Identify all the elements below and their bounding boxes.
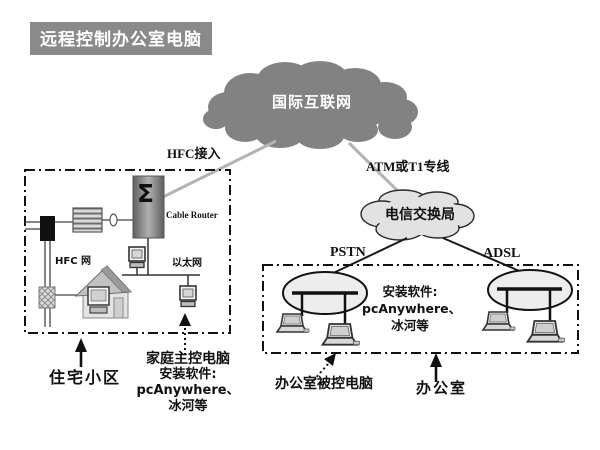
adsl-laptop2-icon	[526, 320, 566, 343]
home-pc-dotted-arrow	[179, 313, 191, 354]
ethernet-pc-icon	[128, 246, 146, 269]
ethernet-label: 以太网	[172, 258, 202, 269]
hfc-tap-device	[38, 286, 56, 309]
cable-router-label: Cable Router	[166, 210, 218, 220]
internet-cloud-label: 国际互联网	[271, 93, 352, 111]
office-controlled-laptop-icon	[321, 323, 361, 346]
home-master-pc-icon	[179, 285, 197, 308]
office-box	[262, 264, 579, 354]
office-controlled-pc-label: 办公室被控电脑	[275, 376, 373, 392]
office-label: 办公室	[416, 379, 468, 397]
adsl-lan	[487, 269, 573, 322]
adsl-laptop-icon	[482, 311, 516, 331]
adsl-label: ADSL	[483, 246, 521, 261]
internet-cloud	[203, 61, 418, 149]
residential-area-box	[24, 169, 231, 334]
office-software-line3: 冰河等	[391, 318, 429, 333]
telecom-links	[326, 237, 525, 277]
house-pc-icon	[87, 286, 110, 314]
residential-arrow	[75, 338, 87, 367]
atm-t1-link-label: ATM或T1专线	[366, 159, 450, 174]
telecom-exchange-cloud	[360, 189, 475, 241]
coil-device	[72, 207, 103, 233]
ethernet-segment	[122, 238, 200, 287]
telecom-exchange-label: 电信交换局	[385, 207, 455, 223]
pstn-lan	[282, 271, 368, 326]
office-controlled-dotted-arrow	[312, 353, 336, 382]
office-software-line2: pcAnywhere、	[362, 301, 462, 316]
office-arrow	[430, 353, 442, 382]
house	[74, 265, 133, 319]
home-software-line1: 安装软件:	[159, 367, 217, 382]
sigma-glyph: Σ	[137, 179, 155, 208]
office-laptop-icon	[276, 313, 310, 333]
home-master-pc-annotation: 家庭主控电脑 安装软件: pcAnywhere、 冰河等	[118, 351, 258, 415]
home-master-pc-title: 家庭主控电脑	[146, 351, 230, 367]
hfc-splitter-device	[40, 216, 55, 241]
office-software-annotation: 安装软件: pcAnywhere、 冰河等	[362, 283, 462, 334]
connector-ring	[109, 213, 118, 227]
pstn-label: PSTN	[330, 245, 366, 260]
hfc-network-label: HFC 网	[55, 256, 92, 267]
residential-area-label: 住宅小区	[49, 368, 122, 387]
hfc-access-label: HFC接入	[167, 146, 221, 161]
office-software-line1: 安装软件:	[382, 284, 438, 299]
page-title: 远程控制办公室电脑	[30, 22, 212, 55]
home-software-line3: 冰河等	[168, 399, 208, 414]
cable-router-device	[132, 175, 165, 239]
home-software-line2: pcAnywhere、	[136, 383, 240, 398]
